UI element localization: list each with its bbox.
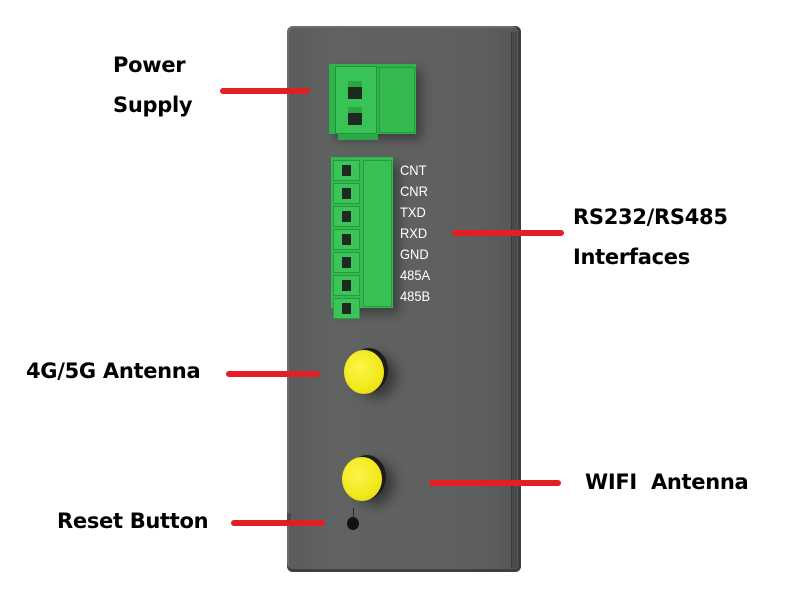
label-reset-button: Reset Button <box>57 509 209 533</box>
pin-label-485b: 485B <box>400 288 431 304</box>
power-terminal-slot <box>348 81 362 99</box>
label-rs-line2: Interfaces <box>573 245 690 269</box>
pointer-rs-interfaces <box>452 230 564 236</box>
pin-label-rxd: RXD <box>400 225 428 241</box>
pointer-reset-button <box>231 520 325 526</box>
pointer-cellular-antenna <box>226 371 320 377</box>
label-power-line1: Power <box>113 53 186 77</box>
reset-button-hole[interactable] <box>347 517 359 530</box>
pin-label-gnd: GND <box>400 246 429 262</box>
wifi-antenna-connector <box>342 455 386 505</box>
terminal-pin <box>333 298 360 319</box>
rs-pin-labels: CNT CNR TXD RXD GND 485A 485B <box>400 160 450 307</box>
reset-indicator-line <box>353 508 354 518</box>
power-terminal-tab <box>338 134 378 140</box>
power-terminal-slots <box>335 66 377 134</box>
terminal-pin <box>333 183 360 204</box>
pin-label-485a: 485A <box>400 267 431 283</box>
pin-label-cnr: CNR <box>400 183 428 199</box>
device-notch <box>287 513 291 525</box>
device-side-edge <box>511 32 517 568</box>
label-rs-line1: RS232/RS485 <box>573 205 728 229</box>
label-cellular-antenna: 4G/5G Antenna <box>26 359 201 383</box>
pointer-wifi-antenna <box>429 480 561 486</box>
pin-hole <box>342 211 351 222</box>
pin-hole <box>342 257 351 268</box>
antenna-cap <box>342 457 382 501</box>
terminal-pin <box>333 160 360 181</box>
terminal-pin <box>333 275 360 296</box>
rs-terminal-pins <box>333 160 360 319</box>
terminal-pin <box>333 252 360 273</box>
terminal-pin <box>333 206 360 227</box>
label-wifi-antenna: WIFI Antenna <box>585 470 749 494</box>
pin-label-txd: TXD <box>400 204 426 220</box>
pin-hole <box>342 234 351 245</box>
rs-terminal-body <box>363 160 392 307</box>
pin-hole <box>342 280 351 291</box>
label-power-line2: Supply <box>113 93 193 117</box>
power-supply-terminal <box>329 64 416 134</box>
rs-serial-terminal <box>331 157 393 319</box>
pin-hole <box>342 165 351 176</box>
antenna-cap <box>344 350 384 394</box>
cellular-antenna-connector <box>344 348 388 398</box>
power-terminal-body <box>379 67 415 133</box>
pin-hole <box>342 303 351 314</box>
power-terminal-slot <box>348 107 362 125</box>
terminal-pin <box>333 229 360 250</box>
pin-hole <box>342 188 351 199</box>
pointer-power-supply <box>220 88 310 94</box>
pin-label-cnt: CNT <box>400 162 427 178</box>
